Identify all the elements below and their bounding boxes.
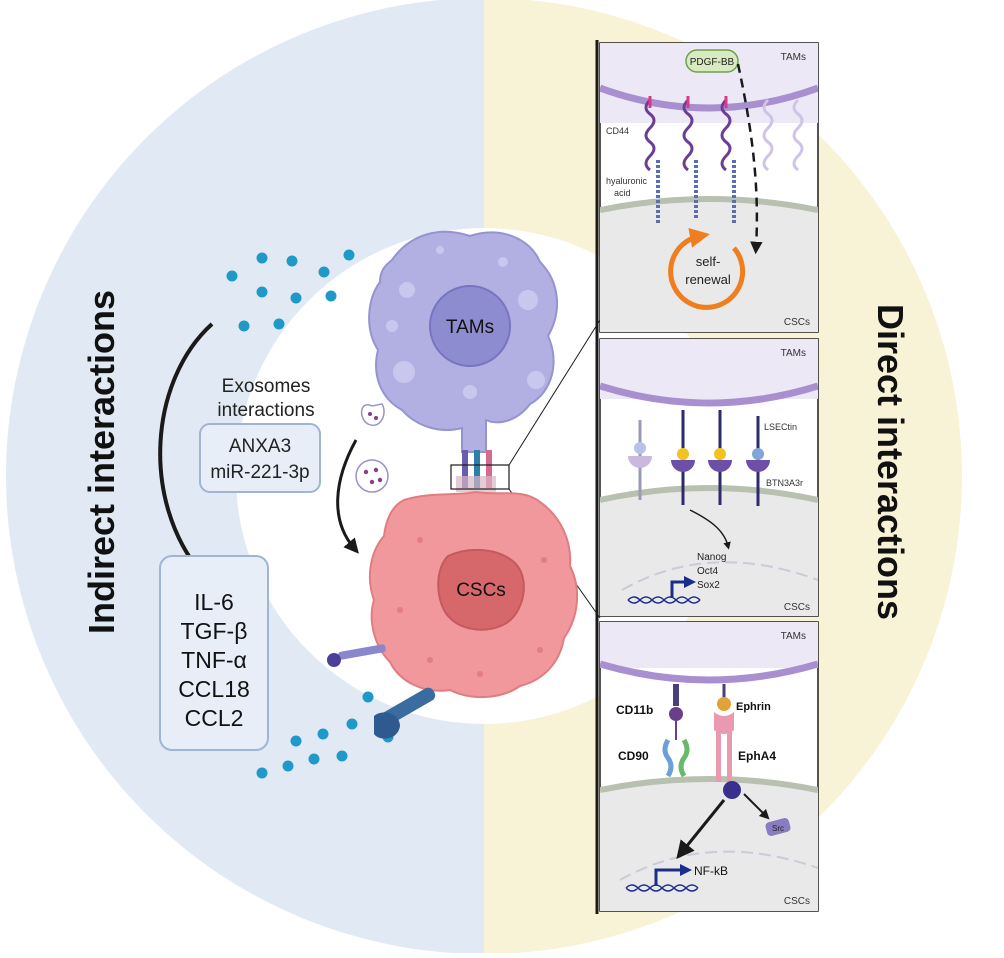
self-renewal-label-2: renewal xyxy=(685,272,731,287)
cytokine-2: TNF-α xyxy=(181,647,247,673)
hyaluronic-acid-chains xyxy=(656,160,736,225)
csc-cell: CSCs xyxy=(368,490,579,699)
panel-1: TAMs PDGF-BB CD44 hyaluronic acid self- … xyxy=(599,42,819,333)
pdgf-arrow xyxy=(736,63,763,255)
exosome-factor-0: ANXA3 xyxy=(229,436,291,457)
p2-dna xyxy=(627,596,701,604)
p3-promoter-arrow xyxy=(654,864,692,886)
nfkb-arrow xyxy=(676,799,726,860)
lsectin-label: LSECtin xyxy=(764,422,797,432)
cytokine-4: CCL2 xyxy=(185,705,244,731)
p2-promoter-arrow xyxy=(670,576,696,598)
tam-cell: TAMs xyxy=(368,230,558,453)
p3-tams-label: TAMs xyxy=(781,631,806,642)
zoom-line-top xyxy=(508,319,601,466)
p3-cscs-label: CSCs xyxy=(784,896,810,907)
src-label: Src xyxy=(772,824,784,833)
cscs-label: CSCs xyxy=(456,580,506,601)
p1-cscs-label: CSCs xyxy=(784,317,810,328)
ephrin-label: Ephrin xyxy=(736,701,771,713)
exosomes-title-line2: interactions xyxy=(217,400,314,421)
cd11b-cd90-pair xyxy=(662,684,690,778)
tams-label: TAMs xyxy=(446,317,494,338)
indirect-interactions-title: Indirect interactions xyxy=(81,290,122,634)
direct-interactions-title: Direct interactions xyxy=(870,304,911,620)
p2-signal-arrow xyxy=(689,509,731,550)
btn3a3r-label: BTN3A3r xyxy=(766,478,803,488)
p1-tams-label: TAMs xyxy=(781,52,806,63)
cd90-label: CD90 xyxy=(618,749,649,763)
gene-0: Nanog xyxy=(697,552,726,563)
csc-nucleus xyxy=(437,548,525,631)
self-renewal-circle xyxy=(668,228,746,310)
zoom-box xyxy=(450,464,510,490)
cd44-label: CD44 xyxy=(606,126,629,136)
nfkb-label: NF-kB xyxy=(694,864,728,878)
cytokine-0: IL-6 xyxy=(194,589,234,615)
src-shape xyxy=(765,818,791,836)
cytokine-1: TGF-β xyxy=(181,618,248,644)
cd11b-label: CD11b xyxy=(616,703,653,717)
p2-tams-label: TAMs xyxy=(781,348,806,359)
indirect-arrow xyxy=(158,322,214,584)
gene-1: Oct4 xyxy=(697,566,719,577)
secreted-dots-bottom xyxy=(256,691,394,779)
pdgf-bb-label: PDGF-BB xyxy=(690,57,735,68)
cytokine-3: CCL18 xyxy=(178,676,250,702)
secreted-dots-top xyxy=(226,249,355,332)
csc-surface-receptors xyxy=(327,644,436,739)
lsectin-btn3a3-pairs xyxy=(628,410,770,506)
synapse-receptors xyxy=(456,450,496,492)
exosome-arrow xyxy=(336,439,359,554)
panel-2: TAMs LSECtin BTN3A3r Nanog Oct4 Sox2 CSC… xyxy=(599,338,819,617)
epha4-label: EphA4 xyxy=(738,749,776,763)
cytokines-box xyxy=(159,555,269,751)
hyaluronic-label-2: acid xyxy=(614,188,631,198)
exosome-factor-1: miR-221-3p xyxy=(210,462,309,483)
self-renewal-label-1: self- xyxy=(696,254,721,269)
gene-2: Sox2 xyxy=(697,580,720,591)
exosomes-title-line1: Exosomes xyxy=(222,376,311,397)
exosome-vesicles xyxy=(355,403,389,493)
exosome-factors-box xyxy=(199,423,321,493)
src-arrow xyxy=(743,793,770,820)
p3-dna xyxy=(625,884,699,892)
cd44-receptors xyxy=(644,96,804,172)
panel-3: TAMs CD11b CD90 Ephrin EphA4 Src NF-kB C… xyxy=(599,621,819,912)
p2-cscs-label: CSCs xyxy=(784,602,810,613)
hyaluronic-label-1: hyaluronic xyxy=(606,176,648,186)
tam-nucleus xyxy=(429,285,511,367)
ephrin-epha4-pair xyxy=(714,684,741,799)
